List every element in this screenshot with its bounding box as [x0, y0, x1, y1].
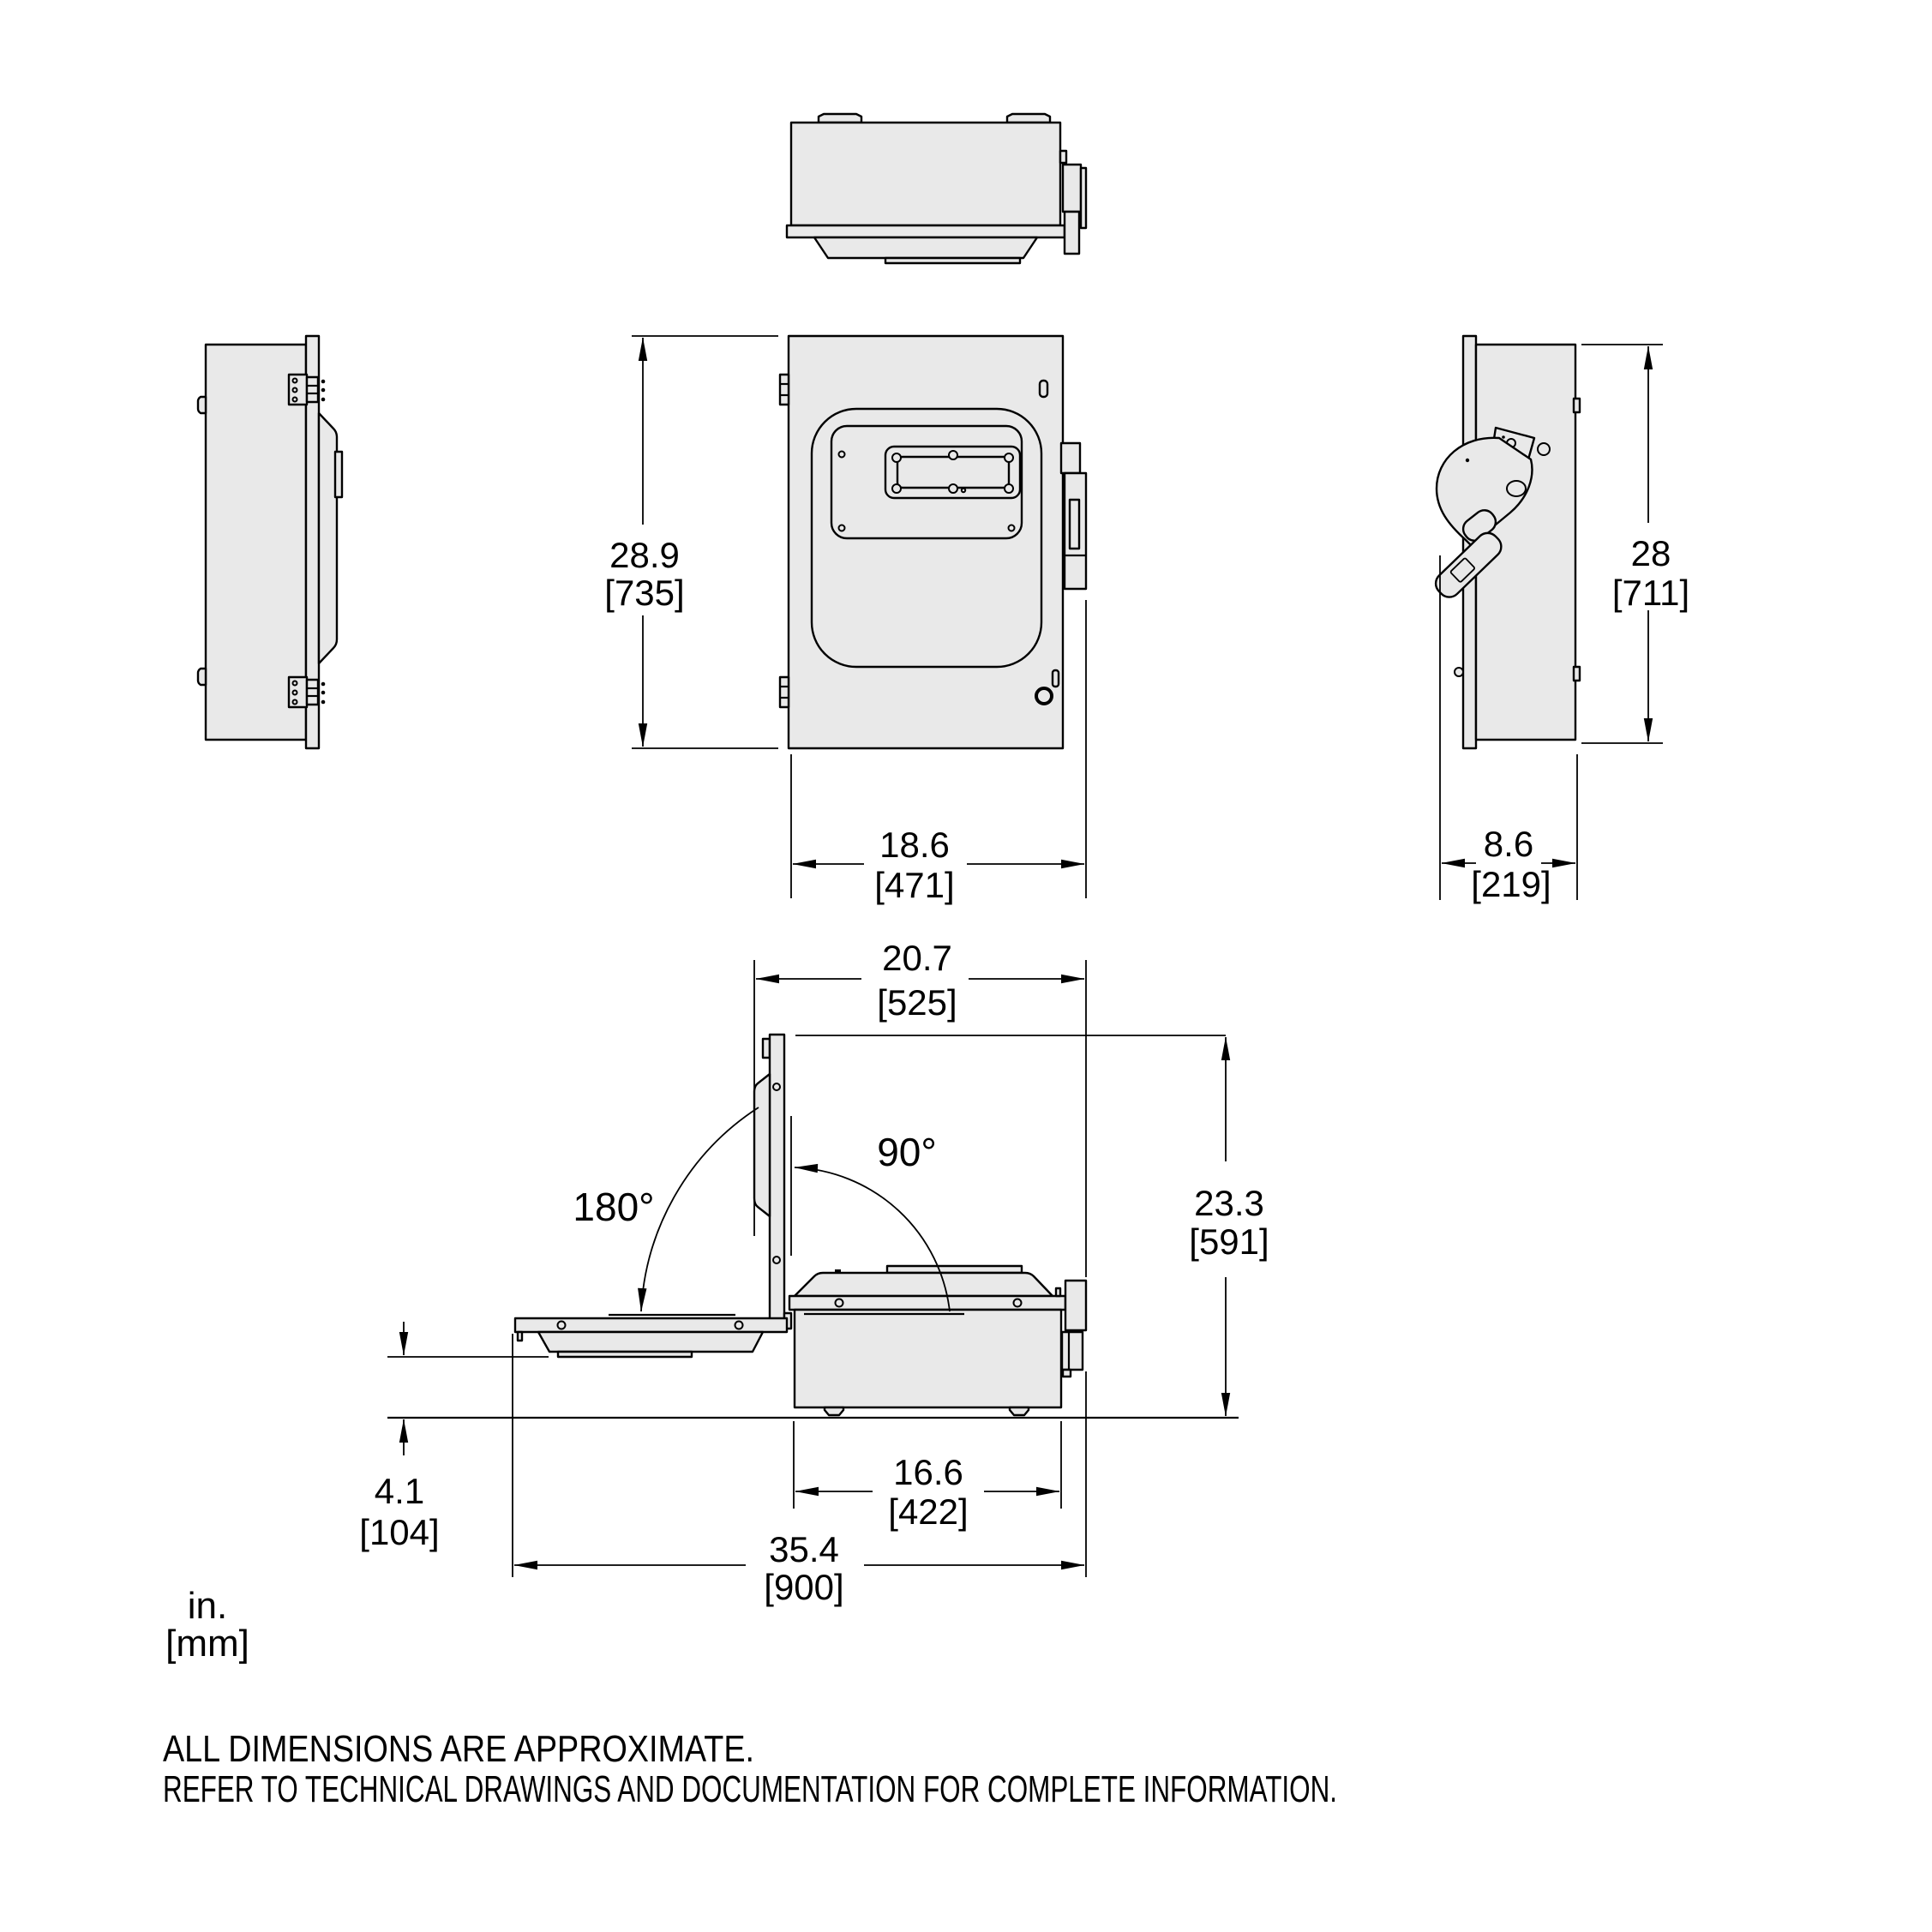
mounting-tab — [817, 112, 863, 124]
mounting-tab — [1005, 112, 1052, 124]
dim-door-open-height-mm: [591] — [1189, 1221, 1269, 1262]
mounting-ear — [196, 395, 207, 415]
dim-front-width-mm: [471] — [874, 865, 954, 905]
handle-side — [1059, 441, 1088, 591]
dim-front-width-in: 18.6 — [879, 825, 950, 865]
angle-90-label: 90° — [877, 1130, 937, 1174]
door-open-90 — [753, 1033, 793, 1331]
enclosure-base — [788, 1264, 1088, 1417]
body — [793, 1308, 1063, 1409]
panel-tab — [333, 450, 344, 499]
hinge — [287, 675, 326, 709]
top-slot — [1038, 379, 1049, 399]
dim-door-open-height: 23.3 [591] — [1189, 1036, 1269, 1417]
left-side-view — [196, 334, 344, 750]
foot — [1008, 1406, 1030, 1417]
dim-front-height-mm: [735] — [604, 573, 684, 613]
dim-front-width: 18.6 [471] — [790, 600, 1087, 905]
door-lip — [813, 236, 1039, 260]
handle-top — [1059, 149, 1088, 255]
hinge-pin — [1454, 667, 1464, 677]
mounting-ear — [196, 667, 207, 687]
clip — [1572, 397, 1581, 414]
units-inches-label: in. — [188, 1585, 227, 1627]
dim-base-depth: 16.6 [422] — [793, 1421, 1062, 1532]
dim-side-height: 28 [711] — [1581, 344, 1689, 744]
dim-base-depth-in: 16.6 — [893, 1452, 963, 1492]
right-side-view — [1434, 334, 1581, 750]
handle-mechanism — [1434, 426, 1551, 598]
dim-side-height-in: 28 — [1631, 533, 1671, 573]
dim-side-height-mm: [711] — [1612, 573, 1689, 613]
swing-arc-90 — [794, 1163, 951, 1312]
dim-door-drop-mm: [104] — [359, 1512, 439, 1552]
dim-overall-width-in: 35.4 — [769, 1529, 839, 1569]
footer-disclaimer: ALL DIMENSIONS ARE APPROXIMATE. REFER TO… — [163, 1728, 1337, 1810]
door-flange — [785, 224, 1066, 239]
handle-side — [1054, 1279, 1088, 1378]
dim-door-open-width-mm: [525] — [877, 982, 957, 1023]
dim-side-depth: 8.6 [219] — [1439, 555, 1578, 904]
dim-door-open-width-in: 20.7 — [882, 938, 952, 978]
hinge-edge — [778, 373, 790, 709]
lid — [793, 1271, 1054, 1298]
panel-screws — [837, 450, 1016, 532]
dim-base-depth-mm: [422] — [888, 1491, 968, 1532]
clip — [1572, 665, 1581, 682]
dim-side-depth-mm: [219] — [1471, 864, 1551, 904]
door-foot — [884, 256, 1022, 265]
dim-door-open-width: 20.7 [525] — [753, 938, 1087, 1577]
flange — [788, 1294, 1067, 1311]
hinge — [287, 373, 326, 406]
dim-side-depth-in: 8.6 — [1484, 824, 1533, 864]
footer-line-1: ALL DIMENSIONS ARE APPROXIMATE. — [163, 1728, 754, 1770]
dim-overall-width-mm: [900] — [764, 1567, 843, 1607]
enclosure-body — [204, 343, 308, 741]
dim-door-drop: 4.1 [104] — [359, 1322, 440, 1552]
top-view — [785, 112, 1088, 265]
units-mm-label: [mm] — [165, 1623, 249, 1665]
foot — [823, 1406, 845, 1417]
window-screws — [891, 450, 1014, 494]
dim-front-height: 28.9 [735] — [604, 335, 778, 749]
front-view — [778, 334, 1088, 750]
door-swing-diagram: 90° 180° — [387, 1033, 1239, 1419]
enclosure-body — [789, 121, 1062, 227]
footer-line-2: REFER TO TECHNICAL DRAWINGS AND DOCUMENT… — [163, 1768, 1337, 1810]
dim-door-drop-in: 4.1 — [375, 1471, 424, 1511]
dim-overall-width: 35.4 [900] — [512, 1334, 1085, 1607]
dim-door-open-height-in: 23.3 — [1194, 1183, 1264, 1223]
bottom-slot — [1051, 669, 1060, 688]
door-open-180 — [513, 1313, 789, 1359]
units-note: in. [mm] — [165, 1585, 249, 1665]
angle-180-label: 180° — [573, 1185, 654, 1229]
dim-front-height-in: 28.9 — [609, 535, 680, 575]
viewing-window — [896, 455, 1011, 489]
door-panel-bump — [317, 411, 339, 665]
padlock-hole — [1035, 687, 1053, 705]
swing-arc-180 — [638, 1107, 759, 1312]
